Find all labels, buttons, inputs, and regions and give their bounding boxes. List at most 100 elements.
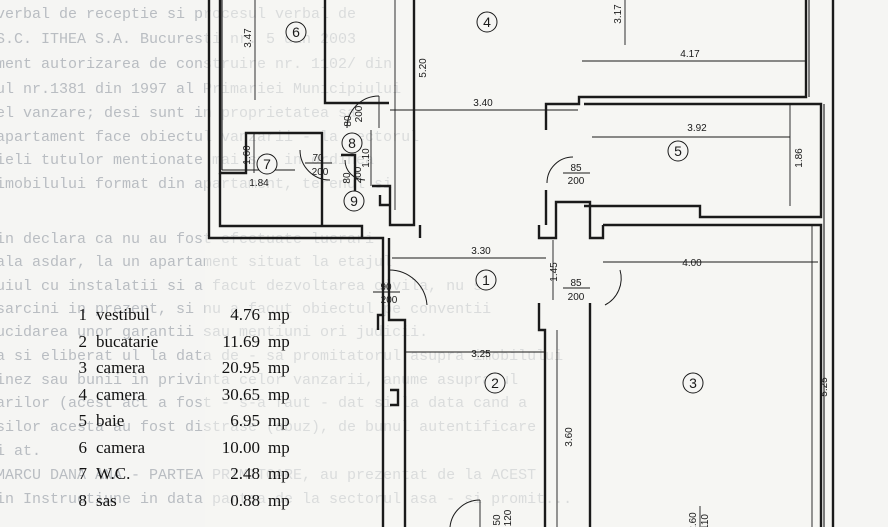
wall-left-inner	[218, 0, 324, 225]
dim-label: 5.20	[418, 58, 429, 78]
wall-bath	[584, 102, 823, 219]
legend-room-area: 11.69	[222, 331, 260, 351]
room-marker-3: 3	[689, 375, 697, 391]
door-arc	[388, 269, 428, 306]
door-height: 200	[381, 295, 398, 306]
room-marker-2: 2	[491, 375, 499, 391]
legend-room-unit: mp	[268, 331, 290, 351]
wall-room4-left	[372, 0, 416, 227]
bg-line: i at.	[0, 443, 41, 460]
legend-room-name: sas	[96, 490, 117, 510]
room-markers: 6 4 5 7 8 9 1 2 3	[256, 11, 704, 394]
legend-row: 5 baie 6.95 mp	[66, 408, 316, 435]
legend-room-unit: mp	[268, 437, 290, 457]
room-marker-4: 4	[483, 14, 491, 30]
legend-room-number: 7	[78, 464, 88, 483]
door-width: 80	[342, 172, 353, 184]
door-height: 200	[353, 166, 364, 183]
room-marker-circle	[667, 140, 689, 162]
room-marker-8: 8	[348, 135, 356, 151]
room-marker-circle	[484, 372, 506, 394]
legend-row: 3 camera 20.95 mp	[66, 355, 316, 382]
dim-label: 3.47	[243, 28, 254, 48]
door-height: 120	[503, 509, 514, 526]
room-marker-5: 5	[674, 143, 682, 159]
legend-room-name: camera	[96, 358, 146, 377]
wall-kitchen-right	[537, 303, 547, 527]
wall-wc-bottom	[218, 173, 364, 238]
dim-label: 3.30	[471, 246, 491, 257]
legend-room-unit: mp	[268, 305, 290, 324]
dim-label: 2.60	[688, 512, 699, 527]
room-marker-circle	[475, 269, 497, 291]
legend-room-name: vestibul	[96, 305, 150, 324]
door-width: 70	[312, 153, 324, 164]
door-labels: 85 200 80 200 70 200 80 200 90 200 85 20…	[305, 105, 590, 526]
dim-label: 1.10	[361, 148, 372, 168]
door-height: 200	[312, 167, 329, 178]
legend-room-number: 6	[78, 437, 88, 457]
door-arc	[604, 269, 622, 306]
legend-room-area: 20.95	[221, 358, 260, 377]
wall-pillar	[537, 200, 605, 240]
door-height: 200	[568, 176, 585, 187]
wall-room6-right	[323, 0, 389, 105]
room-marker-circle	[682, 372, 704, 394]
room-marker-1: 1	[482, 272, 490, 288]
dimension-lines	[222, 0, 818, 527]
room-marker-9: 9	[350, 193, 358, 209]
door-width: 80	[343, 115, 354, 127]
legend-room-unit: mp	[268, 490, 290, 510]
wall-room4-bottom	[544, 0, 808, 130]
legend-room-number: 2	[78, 331, 88, 351]
legend-row: 8 sas 0.88 mp	[66, 488, 316, 515]
dim-label: 1.86	[794, 148, 805, 168]
dimension-labels: 3.47 5.20 3.17 4.17 3.40 3.92 1.86 1.60 …	[242, 4, 830, 527]
legend-room-unit: mp	[268, 464, 290, 483]
wall-wc-door	[341, 153, 357, 196]
legend-row: 2 bucatarie 11.69 mp	[66, 329, 316, 356]
dim-label: 3.25	[471, 349, 491, 360]
dim-label: 3.40	[473, 98, 493, 109]
door-width: 85	[570, 163, 582, 174]
legend-room-name: camera	[96, 437, 146, 457]
room-marker-circle	[343, 190, 365, 212]
room-marker-circle	[256, 153, 278, 175]
legend-room-number: 1	[78, 305, 88, 324]
legend-room-name: W.C.	[96, 464, 131, 483]
wall-niche	[390, 388, 400, 407]
door-arc	[346, 95, 380, 129]
wall-kitchen-left	[387, 238, 407, 527]
legend-room-name: bucatarie	[96, 331, 159, 351]
legend-row: 7 W.C. 2.48 mp	[66, 461, 316, 488]
dim-label: 1.60	[242, 145, 253, 165]
legend-room-number: 3	[78, 358, 88, 377]
plan-area	[205, 0, 835, 527]
dim-label: 1.45	[549, 262, 560, 282]
room-legend: 1 vestibul 4.76 mp 2 bucatarie 11.69 mp …	[66, 302, 316, 514]
dim-label: 5.25	[819, 377, 830, 397]
dim-label: 4.17	[680, 49, 700, 60]
legend-room-area: 2.48	[230, 464, 260, 483]
door-arc	[546, 156, 574, 184]
room-marker-circle	[341, 132, 363, 154]
door-arc	[299, 149, 331, 181]
wall-left-exterior	[207, 0, 385, 330]
door-height: 200	[354, 105, 365, 122]
dim-label: 1.84	[249, 178, 269, 189]
door-swings	[299, 95, 622, 527]
legend-room-unit: mp	[268, 384, 290, 404]
legend-room-name: camera	[96, 384, 146, 404]
door-width: 50	[492, 514, 503, 526]
legend-row: 1 vestibul 4.76 mp	[66, 302, 316, 329]
room-marker-circle	[285, 21, 307, 43]
door-arc	[449, 499, 481, 527]
dim-label: 3.17	[613, 4, 624, 24]
room-marker-6: 6	[292, 24, 300, 40]
legend-room-unit: mp	[268, 358, 290, 377]
legend-room-area: 6.95	[230, 411, 260, 430]
legend-row: 4 camera 30.65 mp	[66, 382, 316, 409]
room-marker-7: 7	[263, 156, 271, 172]
